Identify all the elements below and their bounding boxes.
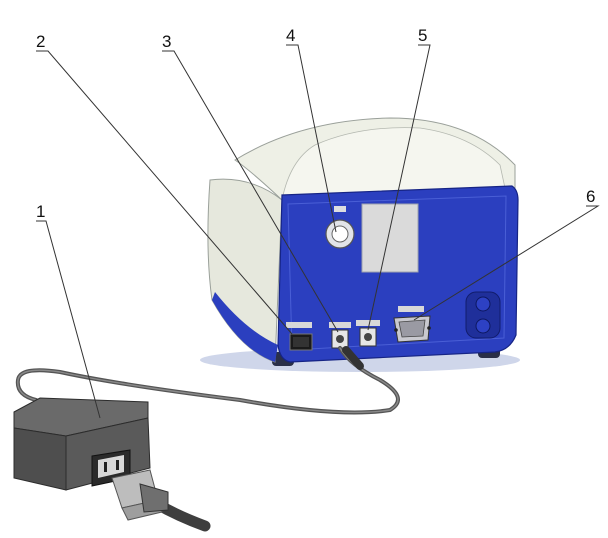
leader-line-3 <box>162 50 339 333</box>
rs232-port <box>393 306 431 343</box>
knob-label-plate <box>334 206 346 212</box>
callout-numbers: 1 2 3 4 5 6 <box>36 26 595 221</box>
callout-6: 6 <box>586 187 595 206</box>
callout-5: 5 <box>418 26 427 45</box>
cable-strain-relief <box>342 346 364 370</box>
callout-2: 2 <box>36 32 45 51</box>
power-switch-label-plate <box>286 322 312 328</box>
leader-line-6 <box>413 205 600 321</box>
output-jack <box>356 320 380 347</box>
device-unit <box>200 117 520 372</box>
rear-panel-frame <box>287 195 507 351</box>
dc-input-jack <box>329 322 351 349</box>
leader-line-5 <box>367 44 431 331</box>
power-cable <box>15 346 400 532</box>
callout-3: 3 <box>162 32 171 51</box>
rs232-label-plate <box>398 306 424 312</box>
rear-label-window <box>361 203 419 273</box>
rear-vent-plate <box>465 291 501 339</box>
leader-line-4 <box>286 44 337 233</box>
device-side-blue-band <box>212 292 278 362</box>
output-label-plate <box>356 320 380 326</box>
dc-input-label-plate <box>329 322 351 328</box>
device-top-highlight <box>281 127 506 201</box>
leader-lines <box>36 44 600 419</box>
power-switch <box>286 322 313 351</box>
callout-4: 4 <box>286 26 295 45</box>
power-adapter <box>13 397 169 521</box>
leader-line-2 <box>36 50 293 335</box>
leader-line-1 <box>36 220 101 419</box>
mains-plug <box>111 469 169 521</box>
callout-1: 1 <box>36 202 45 221</box>
